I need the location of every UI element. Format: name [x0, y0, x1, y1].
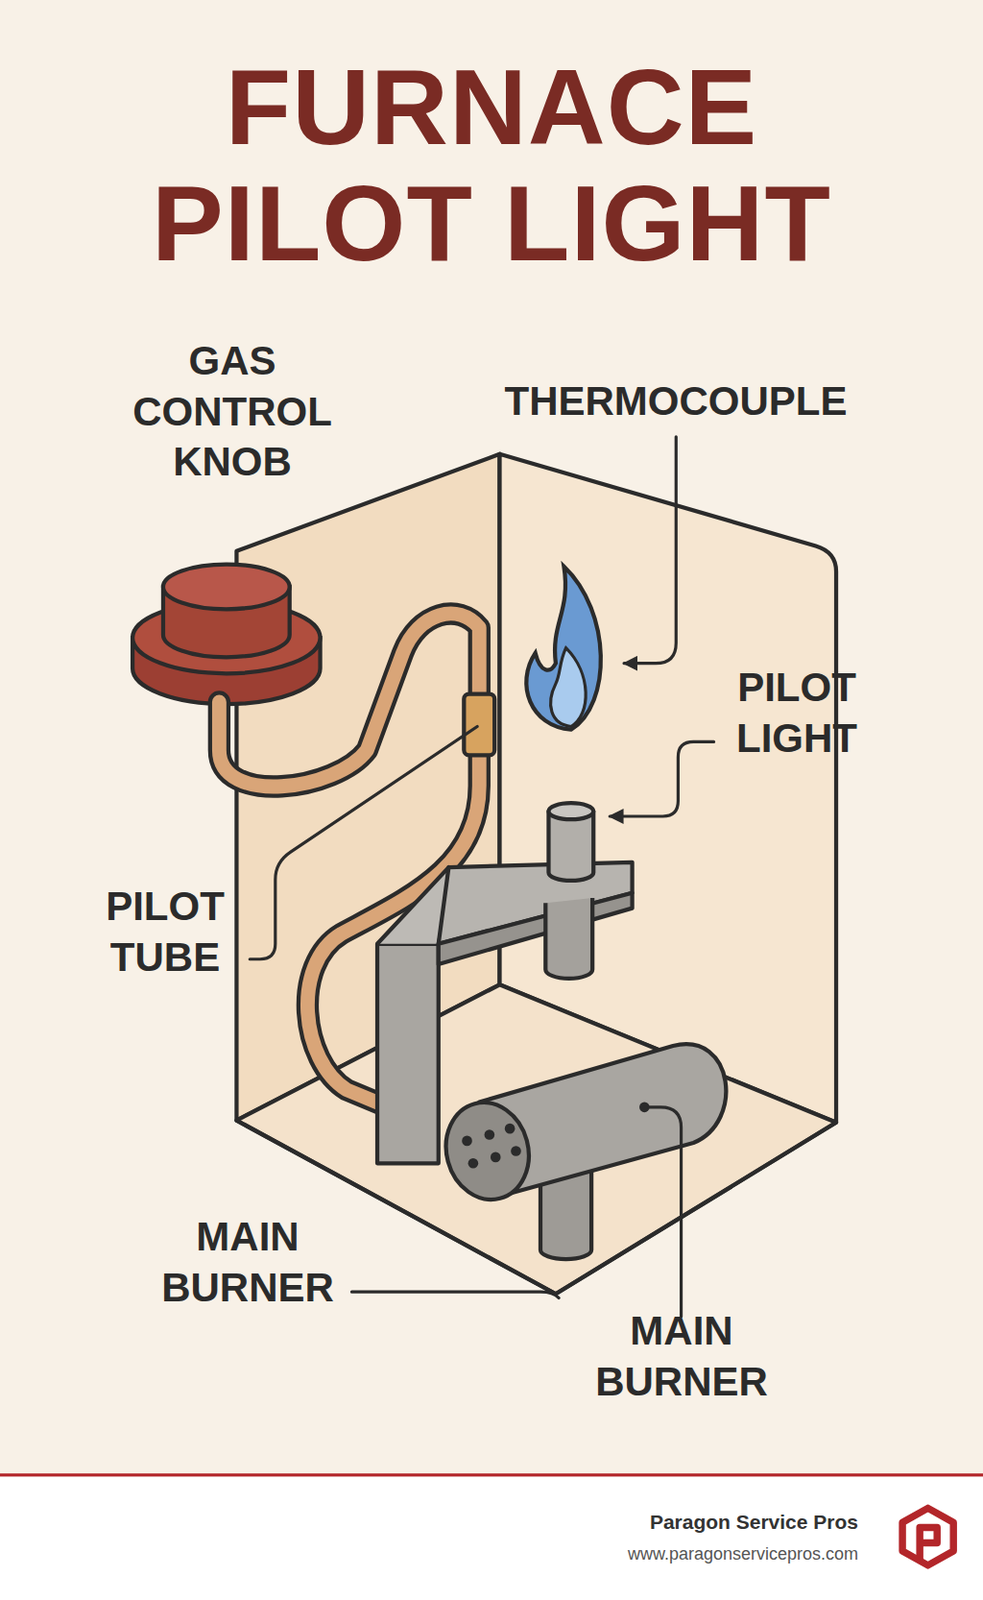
diagram-title: FURNACE PILOT LIGHT [117, 49, 866, 283]
footer-rule [0, 1472, 983, 1476]
part-label: MAIN BURNER [580, 1305, 783, 1407]
footer-band [0, 1474, 983, 1600]
company-url: www.paragonservicepros.com [627, 1542, 859, 1565]
leader-lines [249, 436, 714, 1317]
company-logo [902, 1507, 954, 1565]
part-label: THERMOCOUPLE [504, 376, 848, 428]
part-label: GAS CONTROL KNOB [112, 335, 353, 488]
part-label: PILOT LIGHT [719, 662, 874, 764]
gas-control-knob [132, 564, 320, 705]
furnace-cabinet [236, 454, 837, 1294]
part-label: MAIN BURNER [146, 1211, 349, 1313]
company-name: Paragon Service Pros [649, 1509, 859, 1535]
pilot-flame [526, 566, 601, 730]
part-label: PILOT TUBE [88, 881, 242, 983]
